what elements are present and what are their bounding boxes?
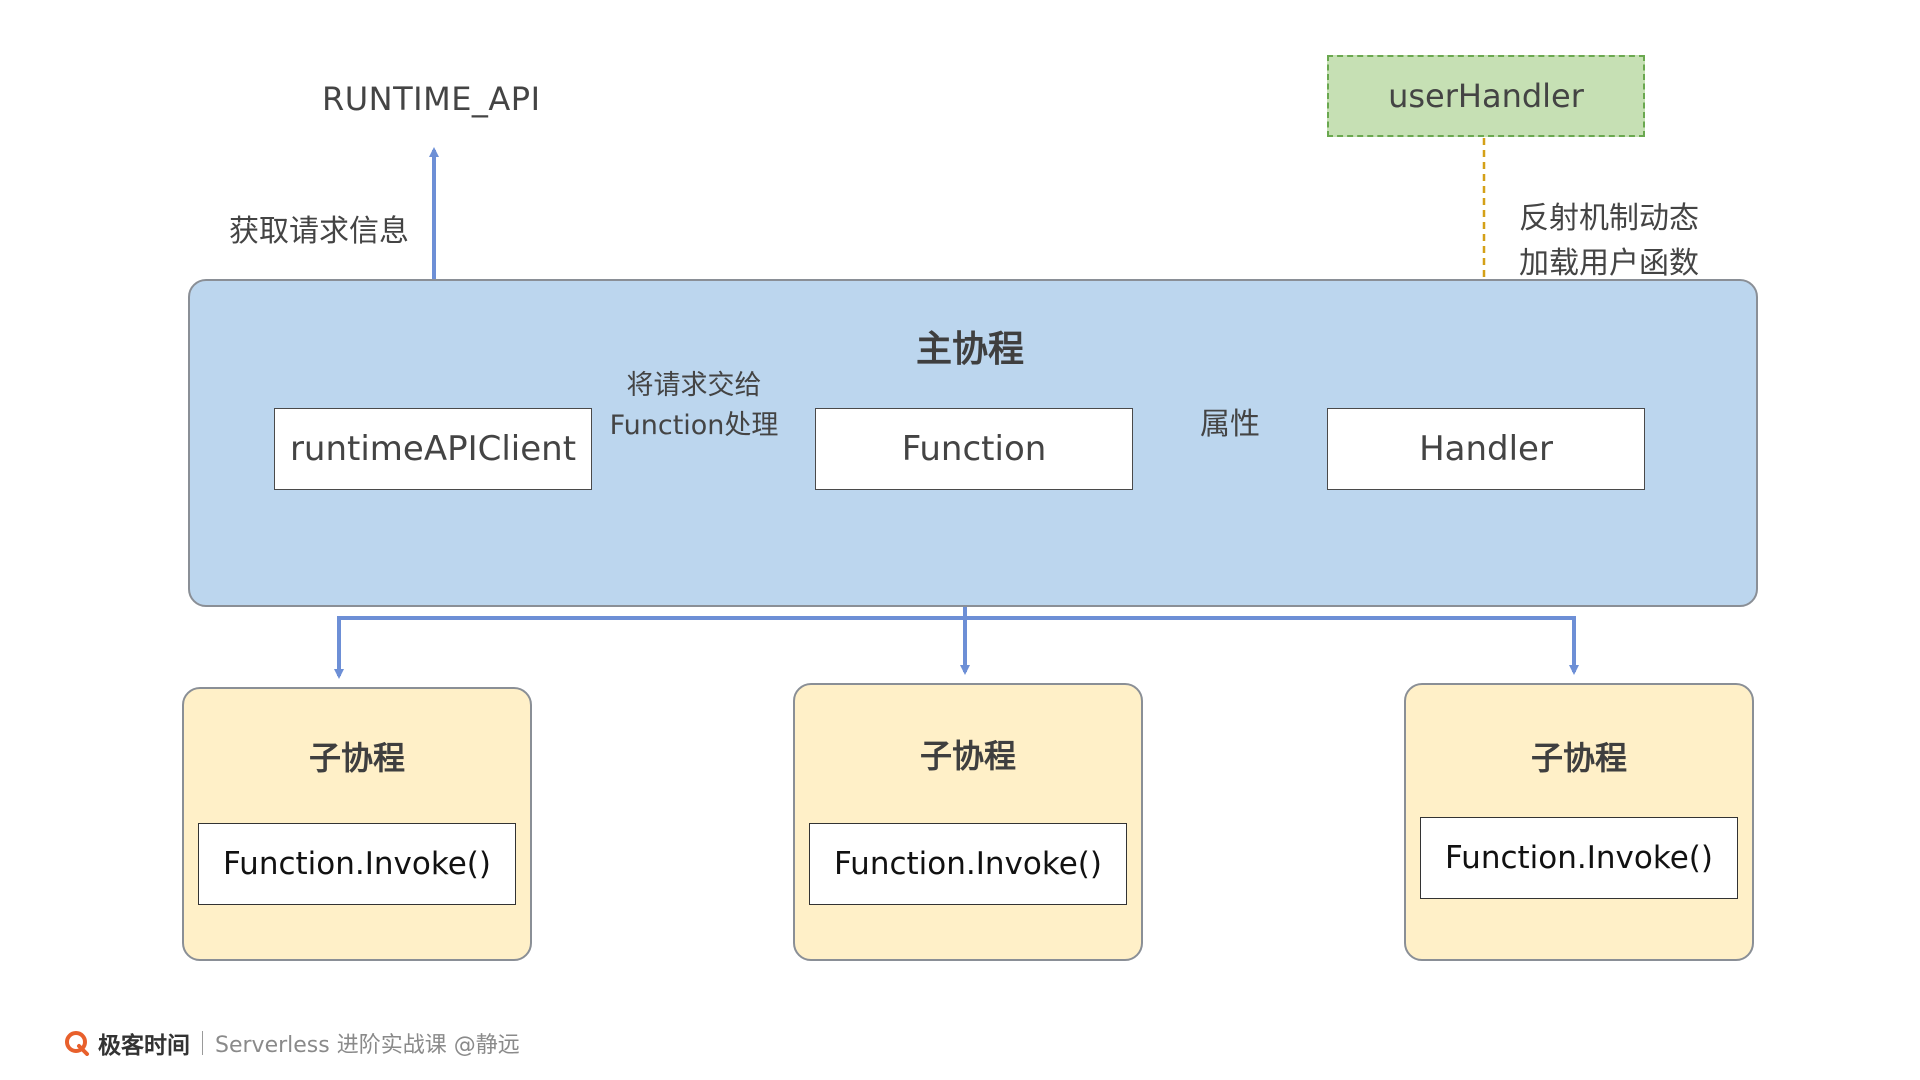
function-label: Function <box>901 429 1047 469</box>
reflect-label-line1: 反射机制动态 <box>1519 201 1699 236</box>
runtime-api-client-node[interactable]: runtimeAPIClient <box>274 408 592 490</box>
footer-course: Serverless 进阶实战课 @静远 <box>215 1033 520 1058</box>
pass-request-line2: Function处理 <box>609 410 779 441</box>
sub-coroutine-1-title: 子协程 <box>308 739 405 777</box>
pass-request-line1: 将请求交给 <box>626 370 762 401</box>
user-handler-label: userHandler <box>1388 77 1584 115</box>
sub-coroutine-3-invoke-label: Function.Invoke() <box>1445 840 1713 876</box>
footer: 极客时间 Serverless 进阶实战课 @静远 <box>64 1026 520 1060</box>
user-handler-node[interactable]: userHandler <box>1327 55 1645 137</box>
main-coroutine-title: 主协程 <box>915 329 1024 370</box>
handler-node[interactable]: Handler <box>1327 408 1645 490</box>
sub-coroutine-2-invoke[interactable]: Function.Invoke() <box>809 823 1127 905</box>
runtime-api-label: RUNTIME_API <box>322 80 541 118</box>
reflect-label-line2: 加载用户函数 <box>1519 246 1699 281</box>
footer-divider <box>202 1031 203 1055</box>
pass-request-label: 将请求交给 Function处理 <box>598 366 790 446</box>
sub-coroutine-3-invoke[interactable]: Function.Invoke() <box>1420 817 1738 899</box>
runtime-api-client-label: runtimeAPIClient <box>289 429 577 469</box>
handler-label: Handler <box>1419 429 1553 469</box>
footer-brand: 极客时间 <box>98 1033 190 1059</box>
sub-coroutine-2 <box>793 683 1143 961</box>
sub-coroutine-1-invoke-label: Function.Invoke() <box>223 846 491 882</box>
geektime-logo-icon <box>65 1031 89 1056</box>
function-node[interactable]: Function <box>815 408 1133 490</box>
sub-coroutine-1-invoke[interactable]: Function.Invoke() <box>198 823 516 905</box>
sub-coroutine-3-title: 子协程 <box>1530 739 1627 777</box>
sub-coroutine-2-title: 子协程 <box>919 737 1016 775</box>
attribute-label: 属性 <box>1200 407 1260 442</box>
sub-coroutine-2-invoke-label: Function.Invoke() <box>834 846 1102 882</box>
fetch-request-label: 获取请求信息 <box>229 214 409 249</box>
